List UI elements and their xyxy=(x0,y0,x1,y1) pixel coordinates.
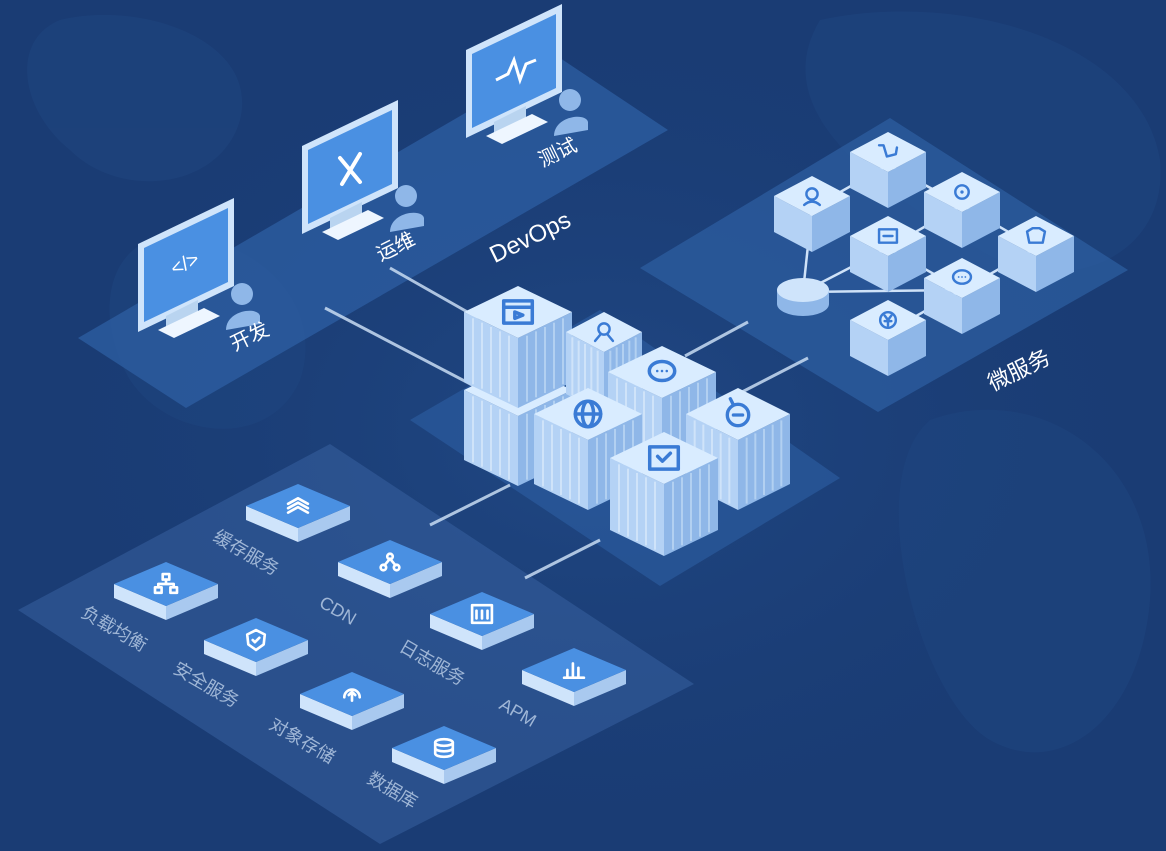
shirt-icon xyxy=(1025,226,1047,244)
service-tile[interactable] xyxy=(246,484,350,542)
id-card-icon xyxy=(877,228,899,244)
microservice-node xyxy=(924,258,1000,334)
search-icon xyxy=(802,187,822,207)
user-icon xyxy=(593,322,615,343)
cart-icon xyxy=(877,144,899,158)
service-tile[interactable] xyxy=(300,672,404,730)
devops-station-test xyxy=(466,4,588,144)
microservice-nodes xyxy=(774,132,1074,376)
user-icon xyxy=(390,185,424,232)
network-icon xyxy=(379,552,401,572)
robot-icon xyxy=(725,397,751,428)
yen-icon xyxy=(878,310,898,330)
location-icon xyxy=(954,184,970,200)
service-tile[interactable] xyxy=(392,726,496,784)
core-container xyxy=(464,286,572,408)
connectors xyxy=(324,266,809,580)
service-tile[interactable] xyxy=(338,540,442,598)
stack-icon xyxy=(286,496,310,514)
globe-icon xyxy=(573,399,603,429)
log-icon xyxy=(470,603,494,625)
microservice-node xyxy=(998,216,1074,292)
microservice-node xyxy=(850,132,926,208)
service-tile[interactable] xyxy=(114,562,218,620)
cloud-storage-icon xyxy=(342,688,362,702)
services-platform xyxy=(18,444,694,844)
tools-icon xyxy=(338,152,362,186)
devops-station-dev: </> xyxy=(138,198,260,338)
bar-chart-icon xyxy=(562,662,586,680)
browser-icon xyxy=(501,299,535,325)
user-icon xyxy=(554,89,588,136)
user-icon xyxy=(226,283,260,330)
service-tile[interactable] xyxy=(430,592,534,650)
core-container xyxy=(610,432,718,556)
service-tile[interactable] xyxy=(522,648,626,706)
microservice-node xyxy=(850,300,926,376)
check-window-icon xyxy=(647,445,681,471)
service-tile[interactable] xyxy=(204,618,308,676)
devops-station-ops xyxy=(302,100,424,240)
shield-icon xyxy=(245,628,267,652)
load-balance-icon xyxy=(153,572,179,595)
microservice-node xyxy=(774,176,850,252)
database-disc-icon xyxy=(777,278,829,316)
microservice-node xyxy=(924,172,1000,248)
microservice-node xyxy=(850,216,926,292)
devops-platform xyxy=(78,58,668,408)
pulse-icon xyxy=(495,55,537,85)
chat-icon xyxy=(951,269,973,285)
core-containers xyxy=(464,286,790,556)
chat-bubble-icon xyxy=(647,359,677,383)
database-icon xyxy=(433,737,455,759)
